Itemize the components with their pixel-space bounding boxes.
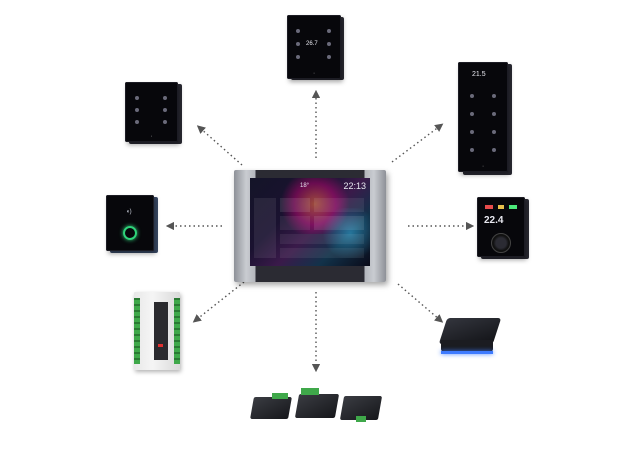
top-switch-readout: 26.7 (306, 41, 318, 47)
right-thermostat: 22.4 (477, 197, 529, 259)
central-touch-panel: 22:13 18° (234, 170, 386, 282)
panel-time: 22:13 (343, 181, 366, 191)
screen-glow (280, 178, 350, 234)
panel-tiles (254, 198, 366, 258)
bottom-relay-module-3 (339, 390, 383, 424)
arrow-up-left (196, 125, 243, 166)
arrow-down-left (192, 281, 245, 323)
thermostat-readout: 22.4 (484, 215, 504, 226)
screen-glow-2 (320, 208, 370, 258)
arrow-down-right (397, 283, 444, 323)
upper-left-touch-switch: ▪ (125, 82, 182, 144)
green-terminals-left (134, 298, 140, 364)
green-terminals-right (174, 298, 180, 364)
arrow-up-right (391, 123, 444, 163)
panel-screen: 22:13 18° (250, 178, 370, 266)
thermostat-dial (491, 233, 511, 253)
bottom-relay-module-2 (294, 386, 340, 422)
dark-module (154, 302, 168, 360)
bottom-relay-module-1 (250, 391, 292, 421)
nfc-icon: ◖) (126, 209, 132, 215)
status-dots (485, 205, 517, 209)
hub-side (441, 340, 493, 352)
top-touch-switch: 26.7 ▪ (287, 15, 344, 80)
right-tall-touch-switch: 21.5 ▪ (458, 62, 512, 175)
green-ring-icon (123, 226, 137, 240)
din-rail-controller (134, 292, 182, 372)
panel-temperature: 18° (300, 183, 310, 189)
right-switch-readout: 21.5 (472, 71, 486, 78)
red-led (158, 344, 163, 347)
left-proximity-reader: ◖) (106, 195, 158, 253)
wireless-hub (438, 318, 502, 358)
hub-blue-led (441, 351, 493, 354)
